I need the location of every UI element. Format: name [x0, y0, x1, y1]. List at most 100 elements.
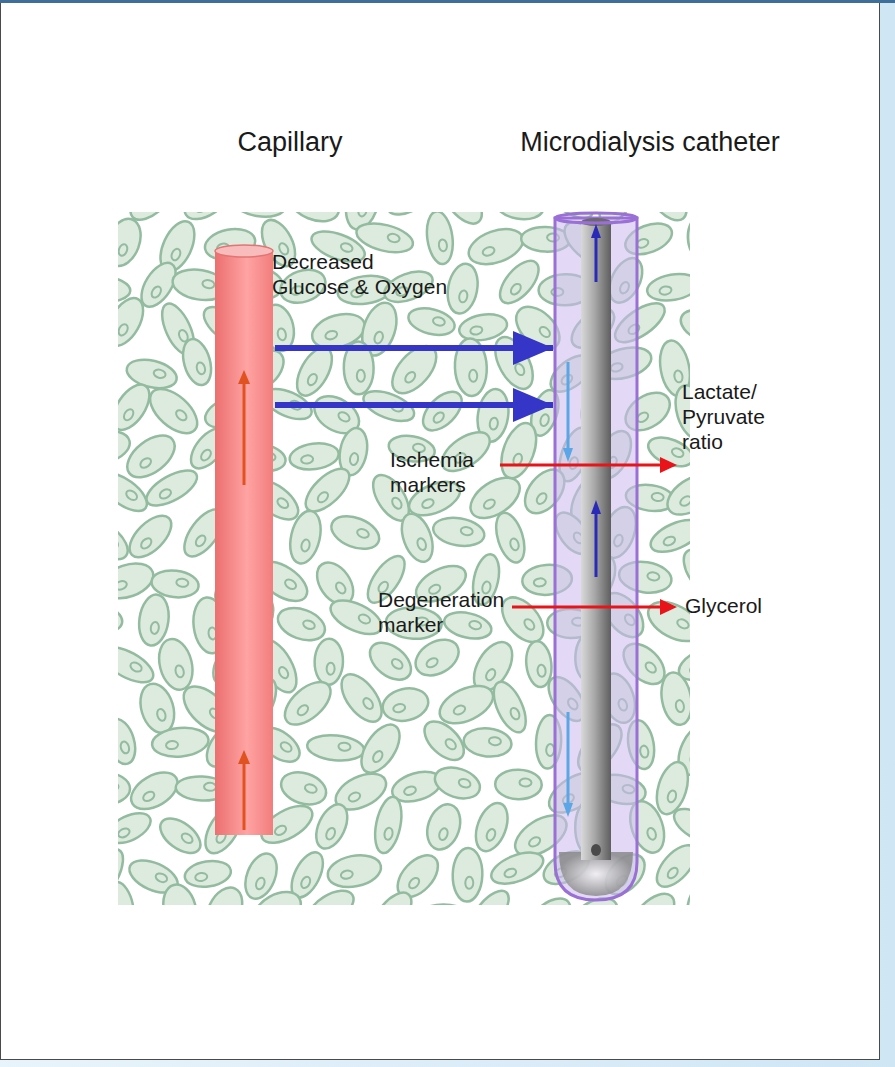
catheter-membrane	[555, 218, 637, 900]
leader-arrow	[512, 606, 662, 609]
tissue-cell	[285, 508, 325, 567]
tissue-cell	[495, 769, 542, 799]
tissue-cell	[277, 674, 338, 732]
tissue-cell	[277, 767, 330, 810]
marker-label: Glycerol	[685, 594, 762, 619]
tissue-cell	[288, 440, 340, 472]
tissue-cell	[495, 418, 543, 482]
tissue-cell	[354, 718, 408, 779]
tissue-cell	[642, 594, 690, 649]
tissue-cell	[325, 851, 384, 892]
tissue-cell	[118, 333, 124, 392]
tissue-cell	[431, 762, 484, 804]
marker-label: Lactate/ Pyruvate ratio	[682, 380, 782, 454]
tissue-cell	[417, 905, 469, 906]
tissue-cell	[118, 772, 130, 804]
flow-arrow	[243, 764, 246, 830]
tissue-cell	[464, 222, 528, 271]
tissue-cell	[646, 513, 690, 558]
tissue-cell	[118, 640, 159, 689]
tissue-cell	[158, 881, 201, 905]
tissue-cell	[118, 598, 125, 636]
arrow-head	[563, 803, 573, 817]
tissue-cell	[444, 261, 482, 316]
inner-tube	[581, 222, 611, 860]
flow-arrow	[595, 514, 598, 577]
tissue-cell	[492, 212, 546, 223]
tissue-cell	[125, 765, 184, 817]
tissue-cell	[365, 886, 419, 905]
tissue-cell	[379, 684, 431, 725]
flow-arrow	[275, 402, 553, 408]
tissue-cell	[487, 846, 547, 890]
capillary: Capillary	[213, 245, 275, 835]
capillary-opening	[215, 245, 273, 257]
tube-heading: Capillary	[237, 127, 342, 158]
tissue-cell	[310, 800, 354, 854]
capillary-shape	[213, 245, 275, 835]
microdialysis-catheter: Microdialysis catheter	[553, 212, 639, 902]
tissue-cell	[118, 214, 147, 271]
flow-arrow	[243, 384, 246, 485]
tissue-cell	[409, 632, 465, 682]
tissue-cell	[154, 635, 198, 693]
tissue-cell	[463, 469, 526, 526]
tissue-cell	[406, 304, 458, 340]
tissue-cell	[488, 331, 541, 395]
tissue-cell	[327, 510, 384, 555]
catheter-opening	[555, 213, 637, 223]
flow-label: Decreased Glucose & Oxygen	[272, 250, 452, 300]
flow-arrow	[567, 362, 570, 448]
tissue-cell	[314, 638, 343, 685]
tissue-cell	[183, 858, 233, 890]
tissue-cell	[685, 882, 690, 905]
tissue-cell	[154, 812, 206, 860]
tissue-cell	[416, 385, 469, 437]
microdialysis-catheter-shape	[553, 212, 639, 902]
tissue-cell	[622, 886, 682, 905]
marker-label: Degeneration marker	[378, 588, 513, 638]
tissue-cell	[464, 885, 516, 905]
capillary-tube	[215, 251, 273, 835]
arrow-head	[660, 599, 677, 615]
flow-arrow	[595, 238, 598, 282]
tissue-cell	[676, 304, 690, 349]
tissue-cell	[118, 292, 150, 352]
tissue-cell	[136, 593, 172, 648]
inner-tube-hole	[591, 844, 601, 856]
tissue-cell	[650, 839, 690, 894]
tissue-cell	[247, 884, 307, 905]
tissue-cell	[118, 715, 140, 767]
tissue-cell	[442, 608, 494, 643]
leader-arrow	[500, 464, 662, 467]
tissue-cell	[142, 381, 205, 442]
tissue-cell	[199, 882, 249, 905]
tissue-cell	[470, 799, 514, 856]
slide-border	[0, 0, 895, 3]
tissue-cell	[422, 800, 466, 854]
tissue-cell	[363, 635, 418, 687]
arrow-head	[591, 500, 601, 514]
arrow-head	[238, 370, 250, 384]
tissue-cell	[284, 212, 344, 228]
tissue-cell	[661, 467, 690, 522]
tissue-cell	[302, 883, 360, 905]
marker-label: Ischemia markers	[390, 448, 490, 498]
tissue-cell	[462, 726, 512, 759]
tissue-cell	[645, 270, 690, 304]
tissue-cell	[431, 514, 486, 549]
tissue-cell	[306, 733, 365, 763]
tissue-cell	[151, 725, 210, 759]
tissue-cell	[230, 212, 288, 221]
tissue-cell	[118, 807, 155, 849]
flow-arrow	[567, 712, 570, 803]
tissue-cell	[657, 670, 690, 727]
tissue-cell	[334, 667, 390, 728]
flow-arrow	[275, 345, 553, 351]
arrow-head	[563, 448, 573, 462]
tissue-cell	[178, 336, 216, 388]
arrow-head	[591, 224, 601, 238]
tissue-cell	[122, 508, 178, 564]
